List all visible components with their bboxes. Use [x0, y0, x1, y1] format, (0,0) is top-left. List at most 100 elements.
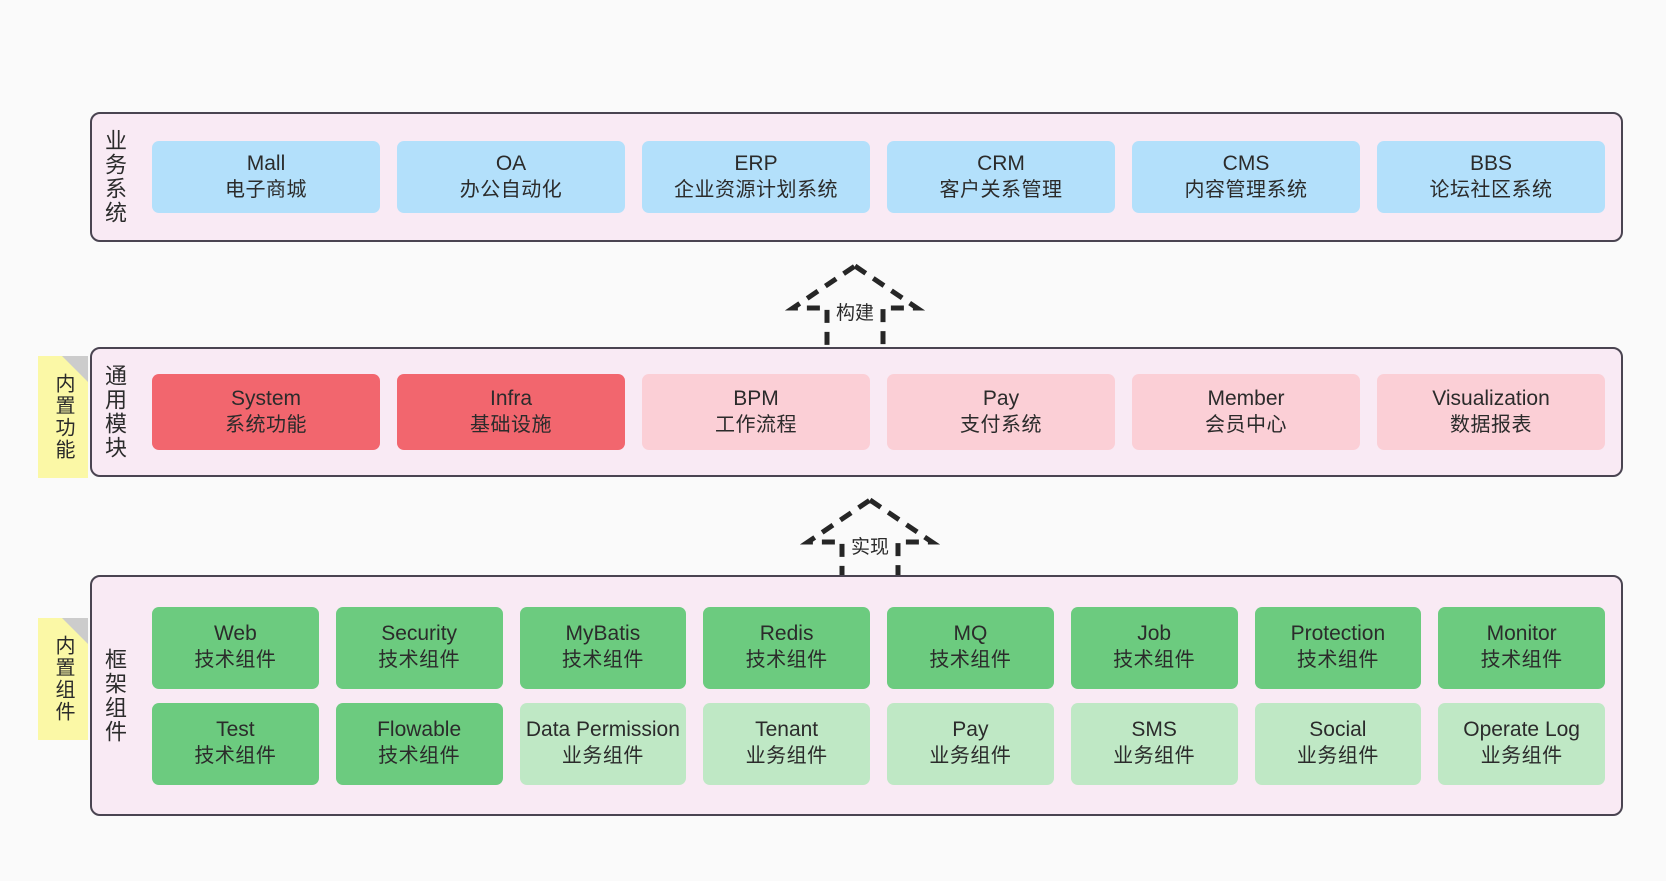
- node-data-permission-en: Data Permission: [525, 718, 680, 742]
- node-bpm[interactable]: BPM 工作流程: [642, 374, 870, 450]
- node-crm[interactable]: CRM 客户关系管理: [887, 141, 1115, 213]
- node-bpm-cn: 工作流程: [715, 413, 797, 436]
- node-system[interactable]: System 系统功能: [152, 374, 380, 450]
- node-social[interactable]: Social 业务组件: [1254, 702, 1422, 785]
- node-pay-module[interactable]: Pay 支付系统: [887, 374, 1115, 450]
- node-visualization-cn: 数据报表: [1450, 413, 1532, 436]
- layer-business-body: Mall 电子商城 OA 办公自动化 ERP 企业资源计划系统 CRM 客户关系…: [136, 114, 1621, 240]
- node-pay-module-en: Pay: [982, 386, 1020, 410]
- layer-framework-components: 框架组件 Web 技术组件 Security 技术组件 MyBatis 技术组件…: [90, 575, 1623, 816]
- note-fold-corner-icon: [62, 356, 88, 382]
- layer-common-body: System 系统功能 Infra 基础设施 BPM 工作流程 Pay 支付系统…: [136, 349, 1621, 475]
- layer-business-row: Mall 电子商城 OA 办公自动化 ERP 企业资源计划系统 CRM 客户关系…: [152, 141, 1605, 213]
- node-operate-log-cn: 业务组件: [1480, 745, 1563, 768]
- node-job-cn: 技术组件: [1113, 649, 1196, 672]
- node-bbs[interactable]: BBS 论坛社区系统: [1377, 141, 1605, 213]
- node-infra-en: Infra: [489, 386, 533, 410]
- node-data-permission[interactable]: Data Permission 业务组件: [519, 702, 687, 785]
- node-mq[interactable]: MQ 技术组件: [887, 606, 1054, 689]
- note-fold-corner-icon: [62, 618, 88, 644]
- node-oa-cn: 办公自动化: [459, 178, 563, 201]
- node-pay-component-cn: 业务组件: [929, 745, 1012, 768]
- node-social-cn: 业务组件: [1296, 745, 1379, 768]
- node-mall-en: Mall: [246, 151, 286, 175]
- node-pay-component[interactable]: Pay 业务组件: [887, 702, 1054, 785]
- node-flowable-en: Flowable: [377, 718, 462, 742]
- node-redis-cn: 技术组件: [745, 649, 828, 672]
- node-cms[interactable]: CMS 内容管理系统: [1132, 141, 1360, 213]
- layer-common-title: 通用模块: [101, 364, 127, 460]
- node-system-cn: 系统功能: [225, 413, 307, 436]
- node-web[interactable]: Web 技术组件: [152, 606, 319, 689]
- connector-build-arrow-icon: [784, 262, 926, 357]
- node-member-cn: 会员中心: [1205, 413, 1287, 436]
- node-oa[interactable]: OA 办公自动化: [397, 141, 625, 213]
- node-sms[interactable]: SMS 业务组件: [1070, 702, 1238, 785]
- node-visualization[interactable]: Visualization 数据报表: [1377, 374, 1605, 450]
- framework-row-technical: Web 技术组件 Security 技术组件 MyBatis 技术组件 Redi…: [152, 606, 1605, 689]
- node-crm-cn: 客户关系管理: [939, 178, 1063, 201]
- node-redis[interactable]: Redis 技术组件: [703, 606, 870, 689]
- node-web-en: Web: [213, 622, 257, 646]
- node-cms-cn: 内容管理系统: [1184, 178, 1308, 201]
- note-builtin-components: 内置组件: [38, 618, 88, 740]
- node-flowable[interactable]: Flowable 技术组件: [335, 702, 503, 785]
- note-builtin-features: 内置功能: [38, 356, 88, 478]
- node-member[interactable]: Member 会员中心: [1132, 374, 1360, 450]
- node-cms-en: CMS: [1222, 151, 1270, 175]
- node-tenant[interactable]: Tenant 业务组件: [703, 702, 870, 785]
- connector-build: 构建: [765, 258, 945, 358]
- layer-common-modules: 通用模块 System 系统功能 Infra 基础设施 BPM 工作流程 Pay: [90, 347, 1623, 477]
- node-tenant-cn: 业务组件: [745, 745, 828, 768]
- node-crm-en: CRM: [977, 151, 1025, 175]
- node-protection[interactable]: Protection 技术组件: [1254, 606, 1422, 689]
- node-data-permission-cn: 业务组件: [561, 745, 644, 768]
- node-social-en: Social: [1309, 718, 1367, 742]
- node-job-en: Job: [1137, 622, 1172, 646]
- node-tenant-en: Tenant: [755, 718, 819, 742]
- node-system-en: System: [230, 386, 301, 410]
- node-sms-en: SMS: [1131, 718, 1177, 742]
- node-job[interactable]: Job 技术组件: [1070, 606, 1238, 689]
- node-test-en: Test: [216, 718, 255, 742]
- node-mall-cn: 电子商城: [225, 178, 307, 201]
- node-security-cn: 技术组件: [378, 649, 461, 672]
- node-mybatis-cn: 技术组件: [561, 649, 644, 672]
- node-web-cn: 技术组件: [194, 649, 277, 672]
- node-test[interactable]: Test 技术组件: [152, 702, 319, 785]
- node-mybatis[interactable]: MyBatis 技术组件: [519, 606, 687, 689]
- node-mall[interactable]: Mall 电子商城: [152, 141, 380, 213]
- node-pay-component-en: Pay: [952, 718, 989, 742]
- node-visualization-en: Visualization: [1432, 386, 1550, 410]
- node-oa-en: OA: [495, 151, 527, 175]
- framework-row-business: Test 技术组件 Flowable 技术组件 Data Permission …: [152, 702, 1605, 785]
- node-operate-log[interactable]: Operate Log 业务组件: [1438, 702, 1605, 785]
- node-bbs-en: BBS: [1469, 151, 1513, 175]
- node-monitor-en: Monitor: [1486, 622, 1557, 646]
- node-test-cn: 技术组件: [194, 745, 277, 768]
- node-bpm-en: BPM: [733, 386, 779, 410]
- layer-framework-body: Web 技术组件 Security 技术组件 MyBatis 技术组件 Redi…: [136, 577, 1621, 814]
- node-security[interactable]: Security 技术组件: [335, 606, 503, 689]
- node-mybatis-en: MyBatis: [565, 622, 641, 646]
- node-security-en: Security: [381, 622, 458, 646]
- node-monitor[interactable]: Monitor 技术组件: [1438, 606, 1605, 689]
- layer-common-row: System 系统功能 Infra 基础设施 BPM 工作流程 Pay 支付系统…: [152, 374, 1605, 450]
- node-member-en: Member: [1207, 386, 1285, 410]
- node-mq-en: MQ: [953, 622, 988, 646]
- note-builtin-features-label: 内置功能: [52, 373, 74, 461]
- node-erp-en: ERP: [734, 151, 778, 175]
- node-sms-cn: 业务组件: [1113, 745, 1196, 768]
- node-infra-cn: 基础设施: [470, 413, 552, 436]
- node-flowable-cn: 技术组件: [378, 745, 461, 768]
- layer-framework-title: 框架组件: [101, 647, 127, 744]
- node-pay-module-cn: 支付系统: [960, 413, 1042, 436]
- note-builtin-components-label: 内置组件: [52, 635, 74, 723]
- layer-business-title: 业务系统: [101, 129, 127, 225]
- node-monitor-cn: 技术组件: [1480, 649, 1563, 672]
- node-erp[interactable]: ERP 企业资源计划系统: [642, 141, 870, 213]
- node-redis-en: Redis: [759, 622, 814, 646]
- node-infra[interactable]: Infra 基础设施: [397, 374, 625, 450]
- layer-business-systems: 业务系统 Mall 电子商城 OA 办公自动化 ERP 企业资源计划系统 CRM: [90, 112, 1623, 242]
